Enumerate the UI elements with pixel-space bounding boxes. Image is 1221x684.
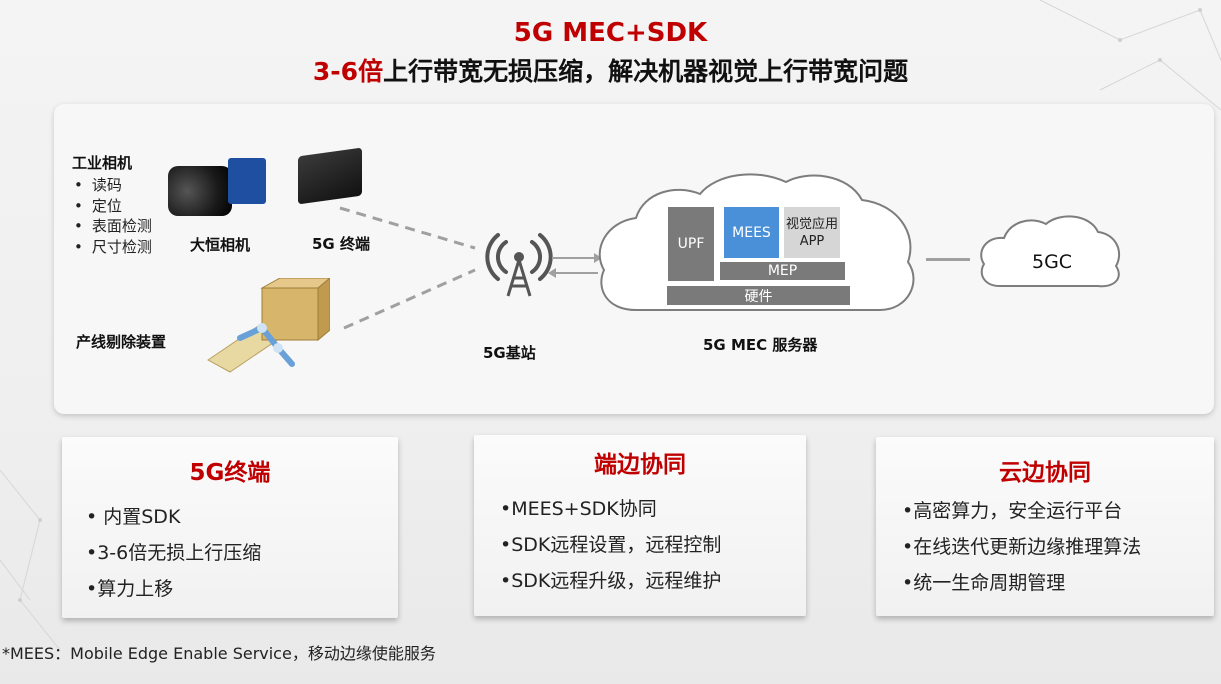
vision-app-line2: APP xyxy=(799,233,825,249)
card-item: •算力上移 xyxy=(86,578,174,600)
subtitle-text: 上行带宽无损压缩，解决机器视觉上行带宽问题 xyxy=(383,57,909,86)
camera-body-image xyxy=(228,158,266,204)
base-station-icon xyxy=(485,233,553,297)
card-title: 端边协同 xyxy=(594,452,686,478)
card-item: •SDK远程设置，远程控制 xyxy=(500,534,722,556)
terminal-device-image xyxy=(298,147,362,205)
upf-block: UPF xyxy=(668,207,714,281)
card-item: •统一生命周期管理 xyxy=(902,572,1066,594)
page-subtitle: 3-6倍上行带宽无损压缩，解决机器视觉上行带宽问题 xyxy=(0,52,1221,88)
vision-app-line1: 视觉应用 xyxy=(785,216,838,232)
terminal-feature-card: 5G终端 • 内置SDK •3-6倍无损上行压缩 •算力上移 xyxy=(62,437,398,618)
card-item-list: •MEES+SDK协同 •SDK远程设置，远程控制 •SDK远程升级，远程维护 xyxy=(500,491,721,599)
camera-lens-image xyxy=(168,166,232,216)
camera-use-item: 尺寸检测 xyxy=(74,237,152,258)
card-item: •SDK远程升级，远程维护 xyxy=(500,570,722,592)
card-item: •在线迭代更新边缘推理算法 xyxy=(902,536,1142,558)
card-item: •MEES+SDK协同 xyxy=(500,498,657,520)
card-item-list: •高密算力，安全运行平台 •在线迭代更新边缘推理算法 •统一生命周期管理 xyxy=(902,493,1141,601)
base-station-label: 5G基站 xyxy=(483,344,536,362)
camera-use-item: 表面检测 xyxy=(74,216,152,237)
camera-heading: 工业相机 xyxy=(72,154,133,172)
bidirectional-arrow-icon xyxy=(548,253,602,278)
camera-use-list: 读码 定位 表面检测 尺寸检测 xyxy=(74,175,152,257)
card-item: • 内置SDK xyxy=(86,506,181,528)
reject-device-image xyxy=(207,278,330,373)
footnote: *MEES：Mobile Edge Enable Service，移动边缘使能服… xyxy=(2,644,436,663)
camera-use-item: 读码 xyxy=(74,175,152,196)
wireless-link-lines xyxy=(339,206,476,330)
card-item: •3-6倍无损上行压缩 xyxy=(86,542,262,564)
card-item: •高密算力，安全运行平台 xyxy=(902,500,1123,522)
core-cloud-shape xyxy=(980,215,1121,288)
mep-block: MEP xyxy=(720,262,845,280)
core-label: 5GC xyxy=(1032,251,1073,273)
reject-device-label: 产线剔除装置 xyxy=(76,333,167,351)
edge-terminal-card: 端边协同 •MEES+SDK协同 •SDK远程设置，远程控制 •SDK远程升级，… xyxy=(474,435,806,616)
mec-server-label: 5G MEC 服务器 xyxy=(703,336,818,354)
core-link-line xyxy=(926,258,970,261)
camera-use-item: 定位 xyxy=(74,196,152,217)
subtitle-highlight: 3-6倍 xyxy=(312,57,384,86)
card-title: 云边协同 xyxy=(999,460,1091,486)
terminal-label: 5G 终端 xyxy=(312,235,370,253)
hardware-block: 硬件 xyxy=(667,286,850,305)
card-item-list: • 内置SDK •3-6倍无损上行压缩 •算力上移 xyxy=(86,499,261,607)
vision-app-block: 视觉应用 APP xyxy=(784,207,840,258)
page-title: 5G MEC+SDK xyxy=(513,18,708,48)
cloud-edge-card: 云边协同 •高密算力，安全运行平台 •在线迭代更新边缘推理算法 •统一生命周期管… xyxy=(876,437,1214,616)
mees-block: MEES xyxy=(724,207,779,258)
camera-brand-label: 大恒相机 xyxy=(190,236,251,254)
card-title: 5G终端 xyxy=(189,460,271,486)
